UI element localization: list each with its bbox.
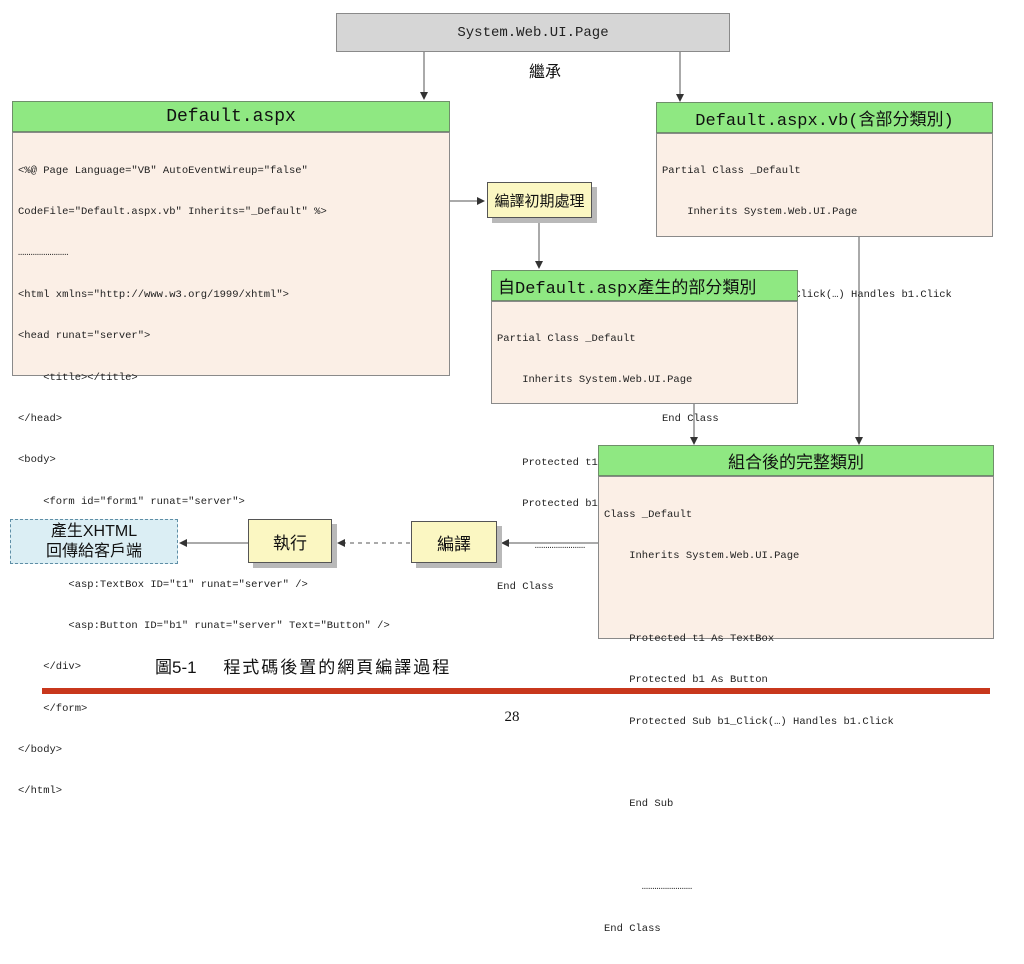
code-line bbox=[604, 840, 988, 854]
output-box: 產生XHTML 回傳給客戶端 bbox=[10, 519, 178, 564]
code-line: …………………… bbox=[497, 539, 586, 552]
combined-title: 組合後的完整類別 bbox=[728, 453, 864, 472]
code-line: </html> bbox=[18, 785, 63, 798]
code-line: CodeFile="Default.aspx.vb" Inherits="_De… bbox=[18, 205, 327, 218]
code-line: Protected t1 As TextBox bbox=[604, 632, 775, 645]
page-number: 28 bbox=[504, 709, 520, 725]
code-line: End Class bbox=[604, 922, 661, 935]
precompile-step-box: 編譯初期處理 bbox=[487, 182, 592, 218]
code-line bbox=[604, 591, 988, 605]
execute-step-box: 執行 bbox=[248, 519, 332, 563]
code-line: </body> bbox=[18, 744, 63, 757]
aspx-code-box: <%@ Page Language="VB" AutoEventWireup="… bbox=[12, 132, 450, 797]
precompile-label: 編譯初期處理 bbox=[494, 192, 585, 210]
output-line-2: 回傳給客戶端 bbox=[45, 542, 142, 560]
code-line: </head> bbox=[18, 412, 63, 425]
vb-title: Default.aspx.vb(含部分類別) bbox=[695, 111, 954, 131]
code-line: Inherits System.Web.UI.Page bbox=[497, 373, 693, 386]
generated-title: 自Default.aspx產生的部分類別 bbox=[498, 279, 757, 299]
figure-caption: 圖5-1 程式碼後置的網頁編譯過程 bbox=[155, 653, 451, 678]
code-line: </form> bbox=[18, 702, 88, 715]
code-line: <title></title> bbox=[18, 371, 138, 384]
code-line: Protected b1 As Button bbox=[604, 674, 768, 687]
code-line: <asp:TextBox ID="t1" runat="server" /> bbox=[18, 578, 308, 591]
caption-text: 程式碼後置的網頁編譯過程 bbox=[223, 658, 452, 677]
code-line: End Sub bbox=[604, 798, 674, 811]
code-line: </div> bbox=[18, 661, 82, 674]
code-line bbox=[604, 757, 988, 771]
code-line: Inherits System.Web.UI.Page bbox=[662, 205, 858, 218]
code-line: <%@ Page Language="VB" AutoEventWireup="… bbox=[18, 164, 308, 177]
code-line: …………………… bbox=[604, 881, 693, 894]
combined-header: 組合後的完整類別 bbox=[598, 445, 994, 476]
aspx-title: Default.aspx bbox=[166, 106, 296, 127]
code-line: <form id="form1" runat="server"> bbox=[18, 495, 245, 508]
code-line: Partial Class _Default bbox=[497, 332, 636, 345]
compile-label: 編譯 bbox=[437, 534, 471, 554]
output-line-1: 產生XHTML bbox=[50, 522, 138, 540]
code-line: Protected Sub b1_Click(…) Handles b1.Cli… bbox=[604, 715, 894, 728]
code-line: <head runat="server"> bbox=[18, 330, 151, 343]
code-line bbox=[497, 415, 792, 429]
code-line: <body> bbox=[18, 454, 56, 467]
code-line: Inherits System.Web.UI.Page bbox=[604, 549, 800, 562]
base-class-box: System.Web.UI.Page bbox=[336, 13, 730, 52]
code-line: …………………… bbox=[18, 247, 69, 260]
code-line: Class _Default bbox=[604, 508, 693, 521]
vb-code-box: Partial Class _Default Inherits System.W… bbox=[656, 133, 993, 425]
combined-code-box: Class _Default Inherits System.Web.UI.Pa… bbox=[598, 476, 994, 935]
generated-code-box: Partial Class _Default Inherits System.W… bbox=[491, 301, 798, 593]
aspx-header: Default.aspx bbox=[12, 101, 450, 132]
inherit-label: 繼承 bbox=[529, 64, 562, 81]
compile-step-box: 編譯 bbox=[411, 521, 497, 563]
code-line: <html xmlns="http://www.w3.org/1999/xhtm… bbox=[18, 288, 289, 301]
generated-header: 自Default.aspx產生的部分類別 bbox=[491, 270, 798, 301]
code-line: <asp:Button ID="b1" runat="server" Text=… bbox=[18, 619, 390, 632]
connector-layer bbox=[179, 52, 863, 547]
code-line: End Class bbox=[497, 580, 554, 593]
caption-prefix: 圖5-1 bbox=[155, 658, 197, 677]
code-line: End Class bbox=[662, 412, 719, 425]
footer-rule bbox=[42, 688, 990, 694]
code-line: Partial Class _Default bbox=[662, 164, 801, 177]
vb-header: Default.aspx.vb(含部分類別) bbox=[656, 102, 993, 133]
base-class-label: System.Web.UI.Page bbox=[457, 24, 609, 41]
execute-label: 執行 bbox=[273, 533, 307, 553]
code-line bbox=[662, 247, 987, 261]
aspx-code: <%@ Page Language="VB" AutoEventWireup="… bbox=[18, 137, 444, 827]
